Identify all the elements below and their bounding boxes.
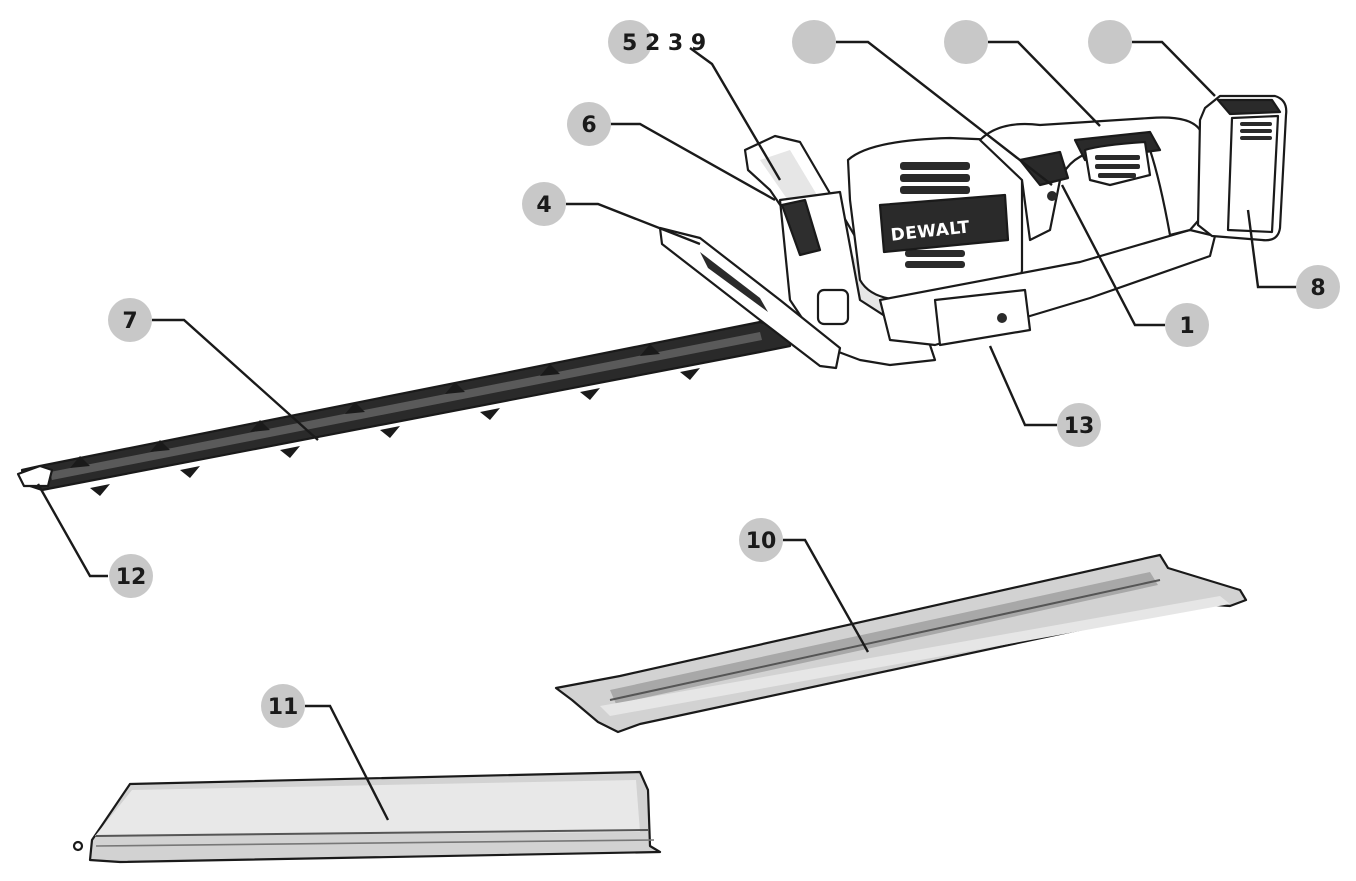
blade-support — [658, 226, 842, 370]
motor-housing: DEWALT — [846, 136, 1024, 302]
callout-10: 10 — [739, 518, 783, 562]
blade-sheath-small — [72, 770, 662, 864]
blade — [16, 320, 792, 496]
blade-sheath-large — [554, 553, 1248, 734]
svg-text:10: 10 — [746, 529, 777, 554]
callout-1: 1 — [1165, 303, 1209, 347]
svg-text:13: 13 — [1064, 414, 1095, 439]
callout-blank-a — [792, 20, 836, 64]
svg-text:12: 12 — [116, 565, 147, 590]
grip-texture — [1095, 155, 1140, 178]
leader-lines — [36, 40, 1297, 821]
battery-pack — [1196, 94, 1288, 242]
rear-handle — [978, 116, 1217, 242]
callout-13: 13 — [1057, 403, 1101, 447]
svg-text:7: 7 — [122, 309, 137, 334]
svg-text:1: 1 — [1179, 314, 1194, 339]
callout-6: 6 — [567, 102, 611, 146]
svg-text:8: 8 — [1310, 276, 1325, 301]
trigger — [1018, 150, 1070, 187]
callout-4: 4 — [522, 182, 566, 226]
svg-text:11: 11 — [268, 695, 299, 720]
callout-8: 8 — [1296, 265, 1340, 309]
callout-7: 7 — [108, 298, 152, 342]
callout-12: 12 — [109, 554, 153, 598]
brand-badge: DEWALT — [878, 193, 1010, 254]
callout-blank-b — [944, 20, 988, 64]
blade-teeth — [70, 344, 700, 496]
motor-vents — [900, 162, 970, 268]
svg-text:5 2 3 9: 5 2 3 9 — [622, 31, 706, 56]
callout-11: 11 — [261, 684, 305, 728]
callout-blank-c — [1088, 20, 1132, 64]
svg-text:6: 6 — [581, 113, 596, 138]
svg-text:4: 4 — [536, 193, 551, 218]
battery-vents — [1240, 122, 1272, 140]
callout-header: 5 2 3 9 — [608, 20, 706, 64]
blade-tip — [16, 464, 54, 488]
callouts: 1 8 13 12 7 4 6 5 2 3 9 — [108, 20, 1340, 728]
lower-chassis — [878, 228, 1217, 347]
